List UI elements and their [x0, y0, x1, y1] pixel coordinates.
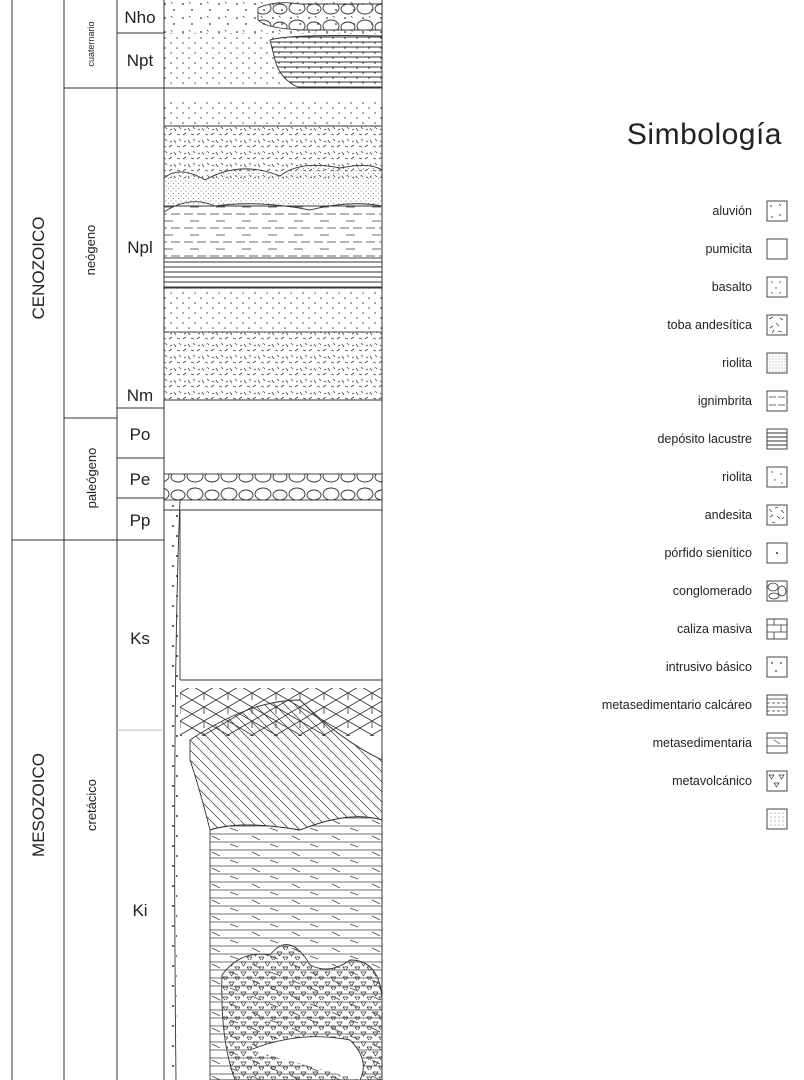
stratigraphic-column: CENOZOICO MESOZOICO cuaternario neógeno … — [11, 0, 383, 1080]
legend-swatch-ignimbrita — [766, 390, 788, 412]
legend-item-label: pórfido sienítico — [664, 546, 752, 560]
legend-item-label: riolita — [722, 356, 752, 370]
legend-item-label: conglomerado — [672, 584, 752, 598]
legend-item-label: basalto — [711, 280, 752, 294]
legend-swatch-metased — [766, 732, 788, 754]
unit-label-pe: Pe — [130, 470, 151, 489]
legend-item-label: intrusivo básico — [665, 660, 752, 674]
unit-label-ks: Ks — [130, 629, 150, 648]
legend-item-label: riolita — [722, 470, 752, 484]
legend-swatch-porfido — [766, 542, 788, 564]
unit-label-pp: Pp — [130, 511, 151, 530]
legend-item-label: ignimbrita — [697, 394, 752, 408]
era-label-mesozoico: MESOZOICO — [29, 753, 48, 857]
legend-item: pumicita — [705, 238, 788, 260]
legend-item: pórfido sienítico — [664, 542, 788, 564]
legend-swatch-caliza — [766, 618, 788, 640]
legend-item-label: depósito lacustre — [657, 432, 752, 446]
legend-item-label: toba andesítica — [667, 318, 752, 332]
legend-swatch-dotgrid — [766, 808, 788, 830]
legend-item — [752, 808, 788, 830]
unit-label-npt: Npt — [127, 51, 154, 70]
period-label-neogeno: neógeno — [83, 225, 98, 276]
legend-item: intrusivo básico — [666, 656, 788, 678]
legend-item-label: metavolcánico — [672, 774, 752, 788]
unit-label-npl: Npl — [127, 238, 153, 257]
legend-swatch-lacustre — [766, 428, 788, 450]
unit-label-nho: Nho — [124, 8, 155, 27]
period-label-cuaternario: cuaternario — [86, 21, 96, 66]
legend-item: toba andesítica — [667, 314, 788, 336]
legend-item: depósito lacustre — [657, 428, 788, 450]
legend-swatch-conglomerado — [766, 580, 788, 602]
legend-swatch-riolita2 — [766, 466, 788, 488]
legend-item: basalto — [712, 276, 788, 298]
legend-item: aluvión — [712, 200, 788, 222]
legend-item-label: aluvión — [712, 204, 752, 218]
legend-swatch-intrusivo — [766, 656, 788, 678]
legend-swatch-metacalcareo — [766, 694, 788, 716]
legend-item-label: andesita — [704, 508, 752, 522]
unit-label-nm: Nm — [127, 386, 153, 405]
legend-item: conglomerado — [673, 580, 788, 602]
period-label-paleogeno: paleógeno — [84, 448, 99, 509]
legend-swatch-andesita — [766, 504, 788, 526]
legend-item: riolita — [722, 352, 788, 374]
legend-item: riolita — [722, 466, 788, 488]
period-label-cretacico: cretácico — [84, 779, 99, 831]
era-label-cenozoico: CENOZOICO — [29, 217, 48, 320]
legend-swatch-riolita1 — [766, 352, 788, 374]
legend-item: andesita — [705, 504, 788, 526]
legend-item: caliza masiva — [677, 618, 788, 640]
unit-label-po: Po — [130, 425, 151, 444]
legend-title: Simbología — [626, 118, 782, 151]
legend-item-label: pumicita — [705, 242, 752, 256]
legend-item: ignimbrita — [698, 390, 788, 412]
legend: Simbología aluvión pumicita basalto toba an… — [470, 118, 796, 830]
unit-label-ki: Ki — [132, 901, 147, 920]
legend-item: metasedimentaria — [653, 732, 788, 754]
legend-swatch-toba — [766, 314, 788, 336]
legend-item-label: metasedimentario calcáreo — [601, 698, 752, 712]
legend-item: metasedimentario calcáreo — [602, 694, 788, 716]
legend-swatch-aluvion — [766, 200, 788, 222]
legend-swatch-basalto — [766, 276, 788, 298]
legend-item-label: caliza masiva — [676, 622, 752, 636]
legend-item-label: metasedimentaria — [652, 736, 752, 750]
legend-swatch-metavolc — [766, 770, 788, 792]
legend-item: metavolcánico — [672, 770, 788, 792]
legend-swatch-pumicita — [766, 238, 788, 260]
lithology-fills — [163, 0, 383, 1080]
